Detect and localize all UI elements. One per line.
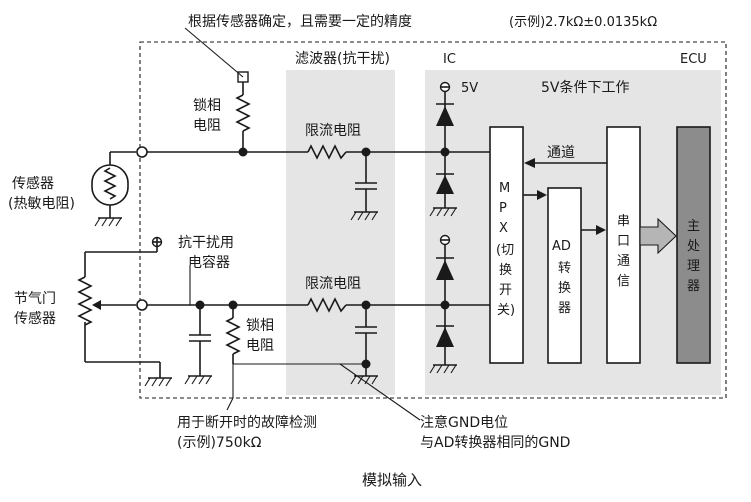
serial-to-cpu-arrow <box>639 217 677 255</box>
ecu-border <box>139 41 727 399</box>
lock-resistor-top-line2: 电阻 <box>193 118 221 134</box>
throttle-potentiometer <box>77 246 172 387</box>
anti-cap-label-line1: 抗干扰用 <box>178 235 234 251</box>
bottom-limit-resistor <box>307 297 347 313</box>
lock-resistor-bottom-line1: 锁相 <box>246 318 274 334</box>
serial-block <box>606 126 641 364</box>
bottom-input-terminal <box>136 299 148 311</box>
serial-char-3: 通 <box>617 254 630 269</box>
top-protection-diodes <box>429 81 457 217</box>
cpu-char-2: 处 <box>687 239 700 254</box>
mpx-char-1: M <box>499 181 510 196</box>
anti-cap-label-line2: 电容器 <box>188 254 230 271</box>
channel-arrow <box>524 158 607 168</box>
gnd-note-line2: 与AD转换器相同的GND <box>420 434 570 451</box>
throttle-label-line2: 传感器 <box>14 310 56 327</box>
caption: 模拟输入 <box>362 471 422 489</box>
bottom-pulldown-resistor <box>225 300 241 411</box>
ad-char-3: 换 <box>558 281 571 296</box>
cpu-block <box>676 126 711 364</box>
limit-resistor-bottom-label: 限流电阻 <box>305 276 361 292</box>
serial-char-2: 口 <box>617 234 630 249</box>
mpx-char-3: X <box>499 221 508 236</box>
ecu-label: ECU <box>680 52 707 67</box>
ad-to-serial-arrow <box>581 225 606 235</box>
filter-panel <box>286 70 395 395</box>
lock-resistor-top-line1: 锁相 <box>193 98 221 114</box>
channel-label: 通道 <box>547 145 575 161</box>
mpx-to-ad-arrow <box>523 190 547 200</box>
sensor-label-line1: 传感器 <box>12 175 54 192</box>
ad-char-2: 转 <box>558 261 571 276</box>
ad-block <box>547 187 582 364</box>
mpx-char-7: 关) <box>497 303 515 318</box>
mpx-char-2: P <box>499 201 507 216</box>
cpu-char-3: 理 <box>687 259 700 274</box>
mpx-block <box>489 126 524 364</box>
fault-note-line2: (示例)750kΩ <box>177 435 262 451</box>
top-note: 根据传感器确定，且需要一定的精度 <box>188 13 412 30</box>
v5-label: 5V <box>461 81 478 96</box>
filter-label: 滤波器(抗干扰) <box>295 51 390 67</box>
mpx-char-6: 开 <box>499 283 512 298</box>
mpx-char-4: (切 <box>496 243 514 258</box>
ad-char-1: AD <box>552 239 571 254</box>
serial-char-1: 串 <box>617 214 630 229</box>
top-filter-capacitor <box>350 147 378 221</box>
ad-char-4: 器 <box>558 301 571 316</box>
cpu-char-1: 主 <box>687 219 700 234</box>
gnd-note-leader <box>339 363 421 421</box>
top-input-terminal <box>136 146 148 158</box>
anti-interference-capacitor <box>184 265 212 385</box>
lock-resistor-bottom-line2: 电阻 <box>246 338 274 354</box>
sensor-label-line2: (热敏电阻) <box>8 196 75 212</box>
top-pullup-resistor <box>184 27 251 157</box>
ic-label: IC <box>443 52 456 67</box>
bottom-protection-diodes <box>429 234 457 374</box>
top-limit-resistor <box>307 144 347 160</box>
limit-resistor-top-label: 限流电阻 <box>305 123 361 139</box>
mpx-char-5: 换 <box>499 263 512 278</box>
serial-char-4: 信 <box>617 274 630 289</box>
thermistor-sensor <box>91 151 136 227</box>
cpu-char-4: 器 <box>687 279 700 294</box>
throttle-label-line1: 节气门 <box>14 291 56 307</box>
v5-work-label: 5V条件下工作 <box>541 79 629 96</box>
gnd-note-line1: 注意GND电位 <box>420 414 508 431</box>
fault-note-line1: 用于断开时的故障检测 <box>177 415 317 431</box>
top-example: (示例)2.7kΩ±0.0135kΩ <box>509 15 657 30</box>
